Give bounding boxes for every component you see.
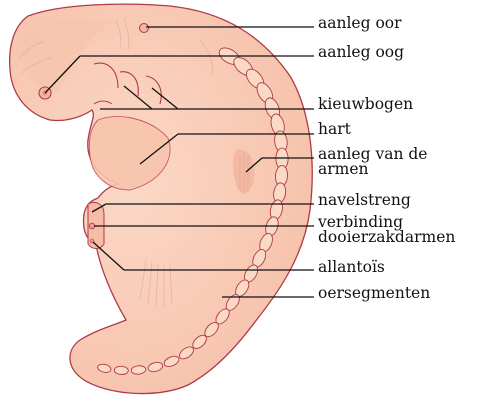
ear-primordium: [140, 24, 149, 33]
label-allantois: allantoïs: [318, 260, 385, 275]
label-ear: aanleg oor: [318, 16, 402, 31]
label-arms-line2: armen: [318, 162, 369, 177]
label-umbilical-cord: navelstreng: [318, 193, 411, 208]
yolk-connection: [89, 223, 95, 229]
somite-segment: [114, 366, 128, 375]
label-yolk-line2: dooierzakdarmen: [318, 230, 455, 245]
label-eye: aanleg oog: [318, 45, 404, 60]
label-somites: oersegmenten: [318, 286, 430, 301]
label-gill-arches: kieuwbogen: [318, 97, 413, 112]
label-heart: hart: [318, 122, 351, 137]
